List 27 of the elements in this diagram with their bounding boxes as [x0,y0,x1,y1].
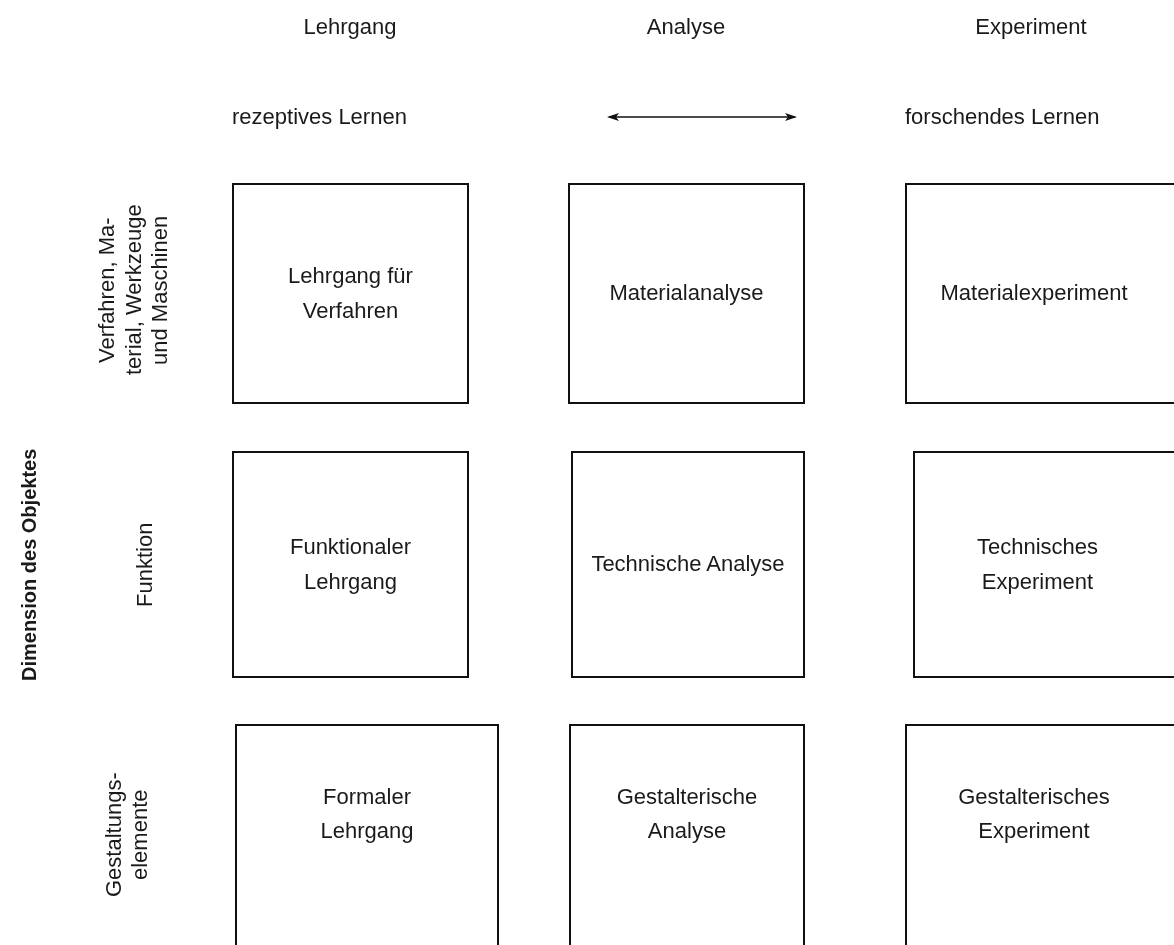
method-box [905,724,1174,945]
column-heading: Experiment [975,14,1087,40]
method-box [232,451,469,678]
row-heading: Funktion [131,521,158,610]
column-heading: Analyse [646,14,726,40]
box-text: Materialexperiment [940,279,1128,308]
box-text: Technische Analyse [591,550,785,579]
method-box [232,183,469,404]
column-heading: Lehrgang [303,14,397,40]
method-box [235,724,499,945]
box-text: Formaler Lehrgang [319,782,415,845]
box-text: Gestalterisches Experiment [957,782,1111,845]
row-heading: Gestaltungs- elemente [100,771,153,900]
method-box [571,451,805,678]
scale-label: forschendes Lernen [905,104,1100,131]
axis-title: Dimension des Objektes [17,447,41,684]
box-text: Lehrgang für Verfahren [287,262,414,325]
box-text: Gestalterische Analyse [615,782,759,845]
box-text: Funktionaler Lehrgang [288,533,413,596]
scale-label: rezeptives Lernen [232,104,407,131]
row-heading: Verfahren, Ma- terial, Werkzeuge und Maschinen [94,203,174,378]
box-text: Technisches Experiment [975,533,1100,596]
method-box [568,183,805,404]
box-text: Materialanalyse [609,279,764,308]
method-box [905,183,1174,404]
method-box [913,451,1174,678]
method-box [569,724,805,945]
